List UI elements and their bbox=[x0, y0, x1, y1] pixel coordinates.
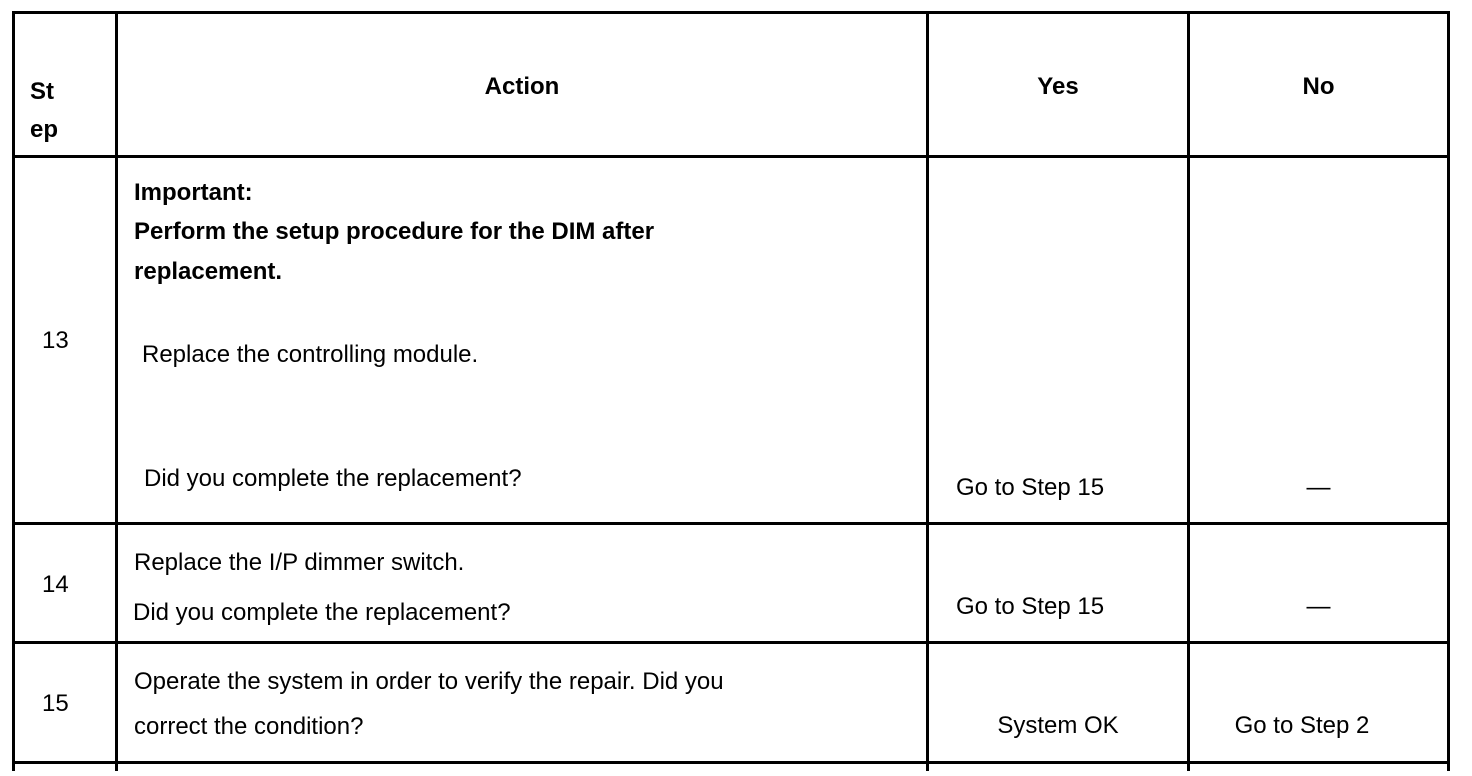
header-action: Action bbox=[484, 73, 560, 100]
header-step: St ep bbox=[30, 73, 58, 149]
header-step-line-1: St bbox=[30, 78, 54, 105]
table-border-right bbox=[1447, 11, 1450, 771]
step-number-14: 14 bbox=[42, 571, 69, 598]
step-number-13: 13 bbox=[42, 327, 69, 354]
no-result-14: — bbox=[1306, 593, 1331, 620]
important-text-line-1: Perform the setup procedure for the DIM … bbox=[134, 218, 655, 245]
column-divider-yes bbox=[1187, 11, 1190, 771]
header-divider bbox=[12, 155, 1450, 158]
row-divider-13 bbox=[12, 522, 1450, 525]
table-border-top bbox=[12, 11, 1450, 14]
yes-result-14: Go to Step 15 bbox=[956, 593, 1105, 620]
action-text-15-line-2: correct the condition? bbox=[134, 713, 364, 740]
row-divider-14 bbox=[12, 641, 1450, 644]
question-text-13: Did you complete the replacement? bbox=[144, 465, 522, 492]
header-no: No bbox=[1302, 73, 1335, 100]
table-border-left bbox=[12, 11, 15, 771]
diagnostic-table: St ep Action Yes No 13 Important: Perfor… bbox=[12, 11, 1452, 771]
header-step-line-2: ep bbox=[30, 116, 59, 143]
yes-result-15: System OK bbox=[997, 712, 1119, 739]
yes-result-13: Go to Step 15 bbox=[956, 474, 1105, 501]
step-number-15: 15 bbox=[42, 690, 69, 717]
action-text-13: Replace the controlling module. bbox=[142, 341, 479, 368]
important-label: Important: bbox=[134, 179, 253, 206]
column-divider-step bbox=[115, 11, 118, 771]
column-divider-action bbox=[926, 11, 929, 771]
no-result-13: — bbox=[1306, 474, 1331, 501]
header-yes: Yes bbox=[1037, 73, 1079, 100]
question-text-14: Did you complete the replacement? bbox=[133, 599, 511, 626]
action-text-14: Replace the I/P dimmer switch. bbox=[134, 549, 465, 576]
important-text-line-2: replacement. bbox=[134, 258, 283, 285]
action-text-15-line-1: Operate the system in order to verify th… bbox=[134, 668, 724, 695]
table-border-bottom bbox=[12, 761, 1450, 764]
no-result-15: Go to Step 2 bbox=[1234, 712, 1370, 739]
